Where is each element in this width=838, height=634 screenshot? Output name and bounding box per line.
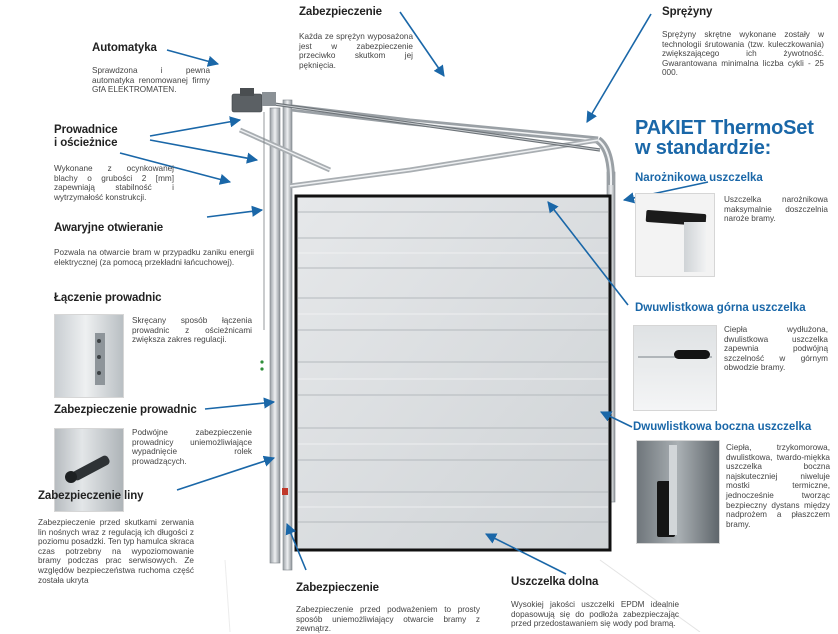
cable-brake-icon <box>282 488 288 495</box>
prowadnice-title: Prowadnice i ościeżnice <box>54 124 118 150</box>
gorna-title: Dwuwlistkowa górna uszczelka <box>635 302 806 314</box>
pakiet-line1: PAKIET ThermoSet <box>635 117 814 139</box>
left-guide-rail <box>269 99 293 571</box>
zab-prowadnic-photo <box>54 428 124 512</box>
zabezpieczenie-bottom-text: Zabezpieczenie przed podważeniem to pros… <box>296 605 480 634</box>
automatyka-title: Automatyka <box>92 42 157 54</box>
door-panel <box>294 194 612 552</box>
green-indicator-icon <box>260 360 264 364</box>
sprezyny-title: Sprężyny <box>662 6 713 18</box>
laczenie-title: Łączenie prowadnic <box>54 292 162 304</box>
laczenie-text: Skręcany sposób łączenia prowadnic z ośc… <box>132 316 252 345</box>
boczna-text: Ciepła, trzykomorowa, dwulistkowa, tward… <box>726 443 830 529</box>
gorna-photo <box>633 325 717 411</box>
naroznikowa-photo <box>635 193 715 277</box>
naroznikowa-title: Narożnikowa uszczelka <box>635 172 763 184</box>
pakiet-heading: PAKIET ThermoSet w standardzie: <box>635 118 814 158</box>
pakiet-line2: w standardzie: <box>635 137 772 159</box>
zab-prowadnic-text: Podwójne zabezpieczenie prowadnicy uniem… <box>132 428 252 466</box>
zab-prowadnic-title: Zabezpieczenie prowadnic <box>54 404 197 416</box>
naroznikowa-text: Uszczelka narożnikowa maksymalnie doszcz… <box>724 195 828 224</box>
boczna-photo <box>636 440 720 544</box>
zabezpieczenie-bottom-title: Zabezpieczenie <box>296 582 379 594</box>
sprezyny-text: Sprężyny skrętne wykonane zostały w tech… <box>662 30 824 78</box>
zabezpieczenie-top-title: Zabezpieczenie <box>299 6 382 18</box>
laczenie-photo <box>54 314 124 398</box>
callout-arrows <box>119 11 709 575</box>
prowadnice-title-line2: i ościeżnice <box>54 137 118 149</box>
prowadnice-title-line1: Prowadnice <box>54 124 118 136</box>
zab-liny-text: Zabezpieczenie przed skutkami zerwania l… <box>38 518 194 585</box>
zabezpieczenie-top-text: Każda ze sprężyn wyposażona jest w zabez… <box>299 32 413 70</box>
boczna-title: Dwuwlistkowa boczna uszczelka <box>633 421 812 433</box>
uszczelka-dolna-text: Wysokiej jakości uszczelki EPDM idealnie… <box>511 600 679 629</box>
gorna-text: Ciepła wydłużona, dwulistkowa uszczelka … <box>724 325 828 373</box>
prowadnice-text: Wykonane z ocynkowanej blachy o grubości… <box>54 164 174 202</box>
awaryjne-text: Pozwala na otwarcie bram w przypadku zan… <box>54 248 254 267</box>
zab-liny-title: Zabezpieczenie liny <box>38 490 144 502</box>
awaryjne-title: Awaryjne otwieranie <box>54 222 164 234</box>
automatyka-text: Sprawdzona i pewna automatyka renomowane… <box>92 66 210 95</box>
horizontal-tracks <box>238 104 599 189</box>
torsion-spring-shaft <box>231 88 601 152</box>
uszczelka-dolna-title: Uszczelka dolna <box>511 576 599 588</box>
